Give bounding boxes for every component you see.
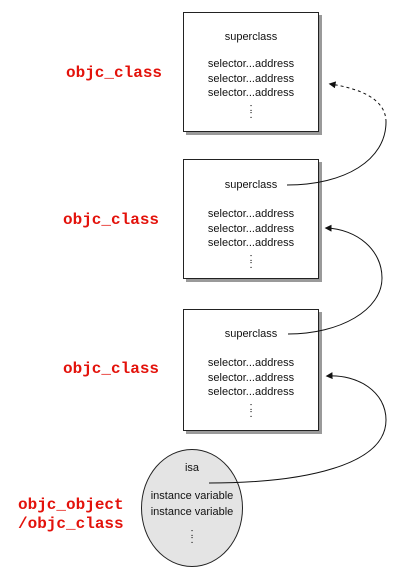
- superclass-field: superclass: [224, 31, 278, 43]
- label-middle-class: objc_class: [63, 211, 160, 229]
- superclass-arrow-lower: [287, 224, 383, 335]
- class-box-lower: superclass selector...address selector..…: [183, 309, 319, 431]
- object-instance: isa instance variable instance variable …: [141, 449, 243, 567]
- ivar-ellipsis: : :: [190, 527, 194, 546]
- superclass-arrow-middle-dashed: [328, 81, 387, 123]
- method-entry: selector...address: [207, 87, 295, 99]
- instance-variable: instance variable: [150, 490, 234, 502]
- instance-variable: instance variable: [150, 506, 234, 518]
- method-list: selector...address selector...address se…: [184, 207, 318, 251]
- class-box-top: superclass selector...address selector..…: [183, 12, 319, 132]
- method-entry: selector...address: [207, 58, 295, 70]
- method-ellipsis: : :: [249, 401, 253, 420]
- method-entry: selector...address: [207, 371, 295, 384]
- method-list: selector...address selector...address se…: [184, 57, 318, 101]
- method-list: selector...address selector...address se…: [184, 356, 318, 400]
- method-entry: selector...address: [207, 72, 295, 85]
- superclass-field: superclass: [224, 179, 278, 191]
- method-ellipsis: : :: [249, 252, 253, 271]
- class-box-middle: superclass selector...address selector..…: [183, 159, 319, 279]
- superclass-arrow-middle: [286, 121, 387, 186]
- method-entry: selector...address: [207, 222, 295, 235]
- superclass-field: superclass: [224, 328, 278, 340]
- method-entry: selector...address: [207, 357, 295, 369]
- isa-arrow: [208, 372, 387, 484]
- label-top-class: objc_class: [66, 64, 163, 82]
- label-object-line1: objc_object: [18, 496, 124, 514]
- label-object-line2: /objc_class: [18, 515, 124, 533]
- isa-field: isa: [184, 462, 200, 474]
- label-lower-class: objc_class: [63, 360, 160, 378]
- method-ellipsis: : :: [249, 102, 253, 121]
- method-entry: selector...address: [207, 237, 295, 249]
- method-entry: selector...address: [207, 208, 295, 220]
- method-entry: selector...address: [207, 386, 295, 398]
